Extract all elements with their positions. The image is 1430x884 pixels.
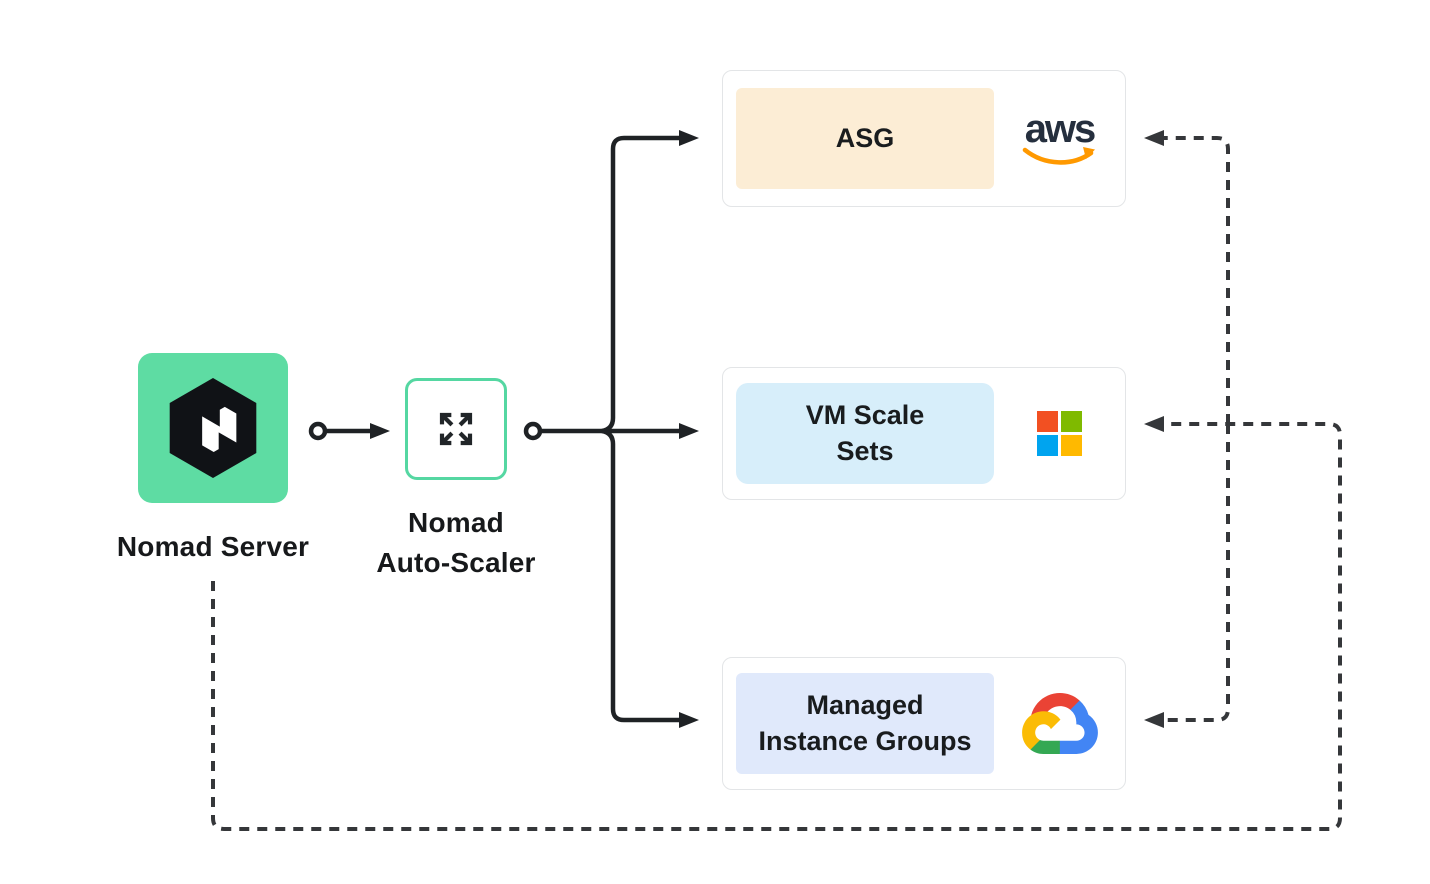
aws-logo: aws <box>1021 106 1099 170</box>
nomad-autoscaler-label: Nomad Auto-Scaler <box>281 503 631 583</box>
ms-square-red <box>1037 411 1058 432</box>
ms-square-blue <box>1037 435 1058 456</box>
nomad-autoscaler-node <box>405 378 507 480</box>
expand-arrows-icon <box>439 412 473 446</box>
mig-label-line2: Instance Groups <box>758 725 972 756</box>
vmss-label-line2: Sets <box>836 435 894 466</box>
asg-label: ASG <box>835 122 895 153</box>
google-cloud-logo <box>1021 693 1098 754</box>
ms-square-yellow <box>1061 435 1082 456</box>
edge-server-to-autoscaler <box>308 421 390 441</box>
nomad-server-label: Nomad Server <box>116 531 310 562</box>
target-card-aws-asg: ASG aws <box>722 70 1126 207</box>
aws-smile-icon <box>1022 146 1095 165</box>
nomad-logo-icon <box>169 378 257 478</box>
vmss-label-line1: VM Scale <box>805 399 925 430</box>
edge-feedback-dashed <box>211 130 1342 831</box>
edge-autoscaler-to-targets <box>523 130 699 728</box>
nomad-server-node <box>138 353 288 503</box>
autoscaler-label-line2: Auto-Scaler <box>376 546 536 578</box>
ms-square-green <box>1061 411 1082 432</box>
autoscaler-label-line1: Nomad <box>408 507 504 538</box>
vmss-label-rect: VM Scale Sets <box>736 383 994 484</box>
mig-label-line1: Managed <box>806 689 924 720</box>
target-card-gcp-mig: Managed Instance Groups <box>722 657 1126 790</box>
mig-label-rect: Managed Instance Groups <box>736 673 994 774</box>
microsoft-azure-logo <box>1037 411 1082 456</box>
target-card-azure-vmss: VM Scale Sets <box>722 367 1126 500</box>
asg-label-rect: ASG <box>736 88 994 189</box>
aws-logo-text: aws <box>1024 106 1097 151</box>
